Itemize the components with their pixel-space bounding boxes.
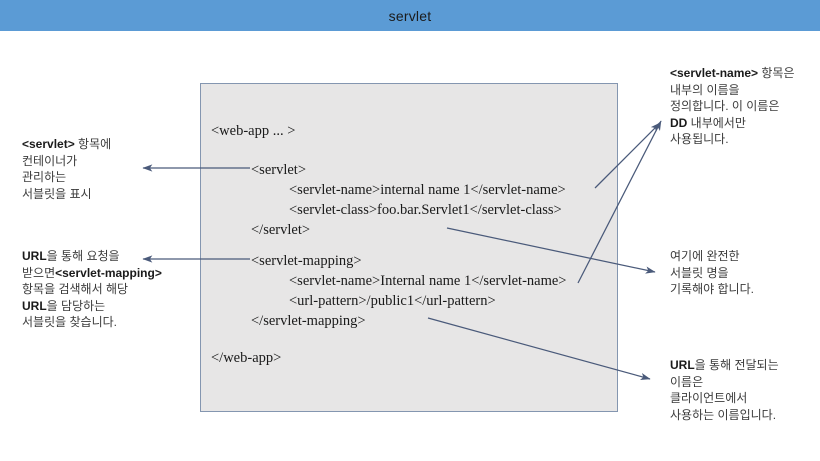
xml-code-box: <web-app ... > <servlet> <servlet-name>i… bbox=[200, 83, 618, 412]
code-line-servlet-name: <servlet-name>internal name 1</servlet-n… bbox=[289, 182, 566, 198]
annotation-urlname-line2: 이름은 bbox=[670, 374, 704, 389]
annotation-servlet-name-line3: 정의합니다. 이 이름은 bbox=[670, 99, 780, 113]
annotation-servlet: <servlet> 항목에 컨테이너가 관리하는 서블릿을 표시 bbox=[22, 136, 182, 202]
annotation-url-name: URL을 통해 전달되는 이름은 클라이언트에서 사용하는 이름입니다. bbox=[670, 357, 820, 423]
code-line-servlet-class: <servlet-class>foo.bar.Servlet1</servlet… bbox=[289, 202, 562, 218]
page-title: servlet bbox=[388, 7, 432, 24]
annotation-mapping-line2-pre: 받으면 bbox=[22, 265, 56, 280]
annotation-servlet-name: <servlet-name> 항목은 내부의 이름을 정의합니다. 이 이름은 … bbox=[670, 65, 820, 148]
annotation-urlname-url: URL bbox=[670, 358, 695, 372]
code-line-servlet-open: <servlet> bbox=[251, 162, 307, 178]
code-line-url-pattern: <url-pattern>/public1</url-pattern> bbox=[289, 293, 496, 309]
code-line-web-app-open: <web-app ... > bbox=[211, 123, 296, 139]
annotation-mapping-tag: <servlet-mapping> bbox=[55, 265, 162, 280]
code-line-web-app-close: </web-app> bbox=[211, 350, 282, 366]
annotation-urlname-line4: 사용하는 이름입니다. bbox=[670, 407, 777, 422]
annotation-servlet-rest: 항목에 컨테이너가 관리하는 서블릿을 표시 bbox=[22, 137, 112, 201]
annotation-mapping-line3: 항목을 검색해서 해당 bbox=[22, 282, 129, 296]
annotation-mapping-line1: 을 통해 요청을 bbox=[46, 249, 120, 263]
annotation-servlet-name-tag: <servlet-name> bbox=[670, 66, 759, 80]
annotation-servlet-mapping: URL을 통해 요청을 받으면<servlet-mapping> 항목을 검색해… bbox=[22, 248, 202, 331]
annotation-urlname-line3: 클라이언트에서 bbox=[670, 391, 748, 405]
code-line-mapping-servlet-name: <servlet-name>Internal name 1</servlet-n… bbox=[289, 273, 567, 289]
annotation-servlet-name-line4: 내부에서만 bbox=[687, 115, 746, 130]
annotation-servlet-name-line5: 사용됩니다. bbox=[670, 132, 729, 146]
annotation-full-servlet-name: 여기에 완전한 서블릿 명을 기록해야 합니다. bbox=[670, 249, 754, 296]
annotation-mapping-url-2: URL bbox=[22, 298, 47, 313]
annotation-mapping-line4: 을 담당하는 bbox=[46, 298, 106, 313]
annotation-mapping-line5: 서블릿을 찾습니다. bbox=[22, 315, 117, 329]
annotation-servlet-name-dd: DD bbox=[670, 115, 688, 130]
annotation-servlet-name-line1: 항목은 bbox=[758, 66, 795, 80]
code-line-servlet-mapping-close: </servlet-mapping> bbox=[251, 313, 366, 329]
code-line-servlet-mapping-open: <servlet-mapping> bbox=[251, 253, 362, 269]
annotation-urlname-line1: 을 통해 전달되는 bbox=[694, 358, 779, 372]
annotation-mapping-url-1: URL bbox=[22, 249, 47, 263]
header-banner: servlet bbox=[0, 0, 820, 31]
annotation-servlet-name-line2: 내부의 이름을 bbox=[670, 82, 740, 97]
annotation-servlet-tag: <servlet> bbox=[22, 137, 75, 151]
code-line-servlet-close: </servlet> bbox=[251, 222, 311, 238]
